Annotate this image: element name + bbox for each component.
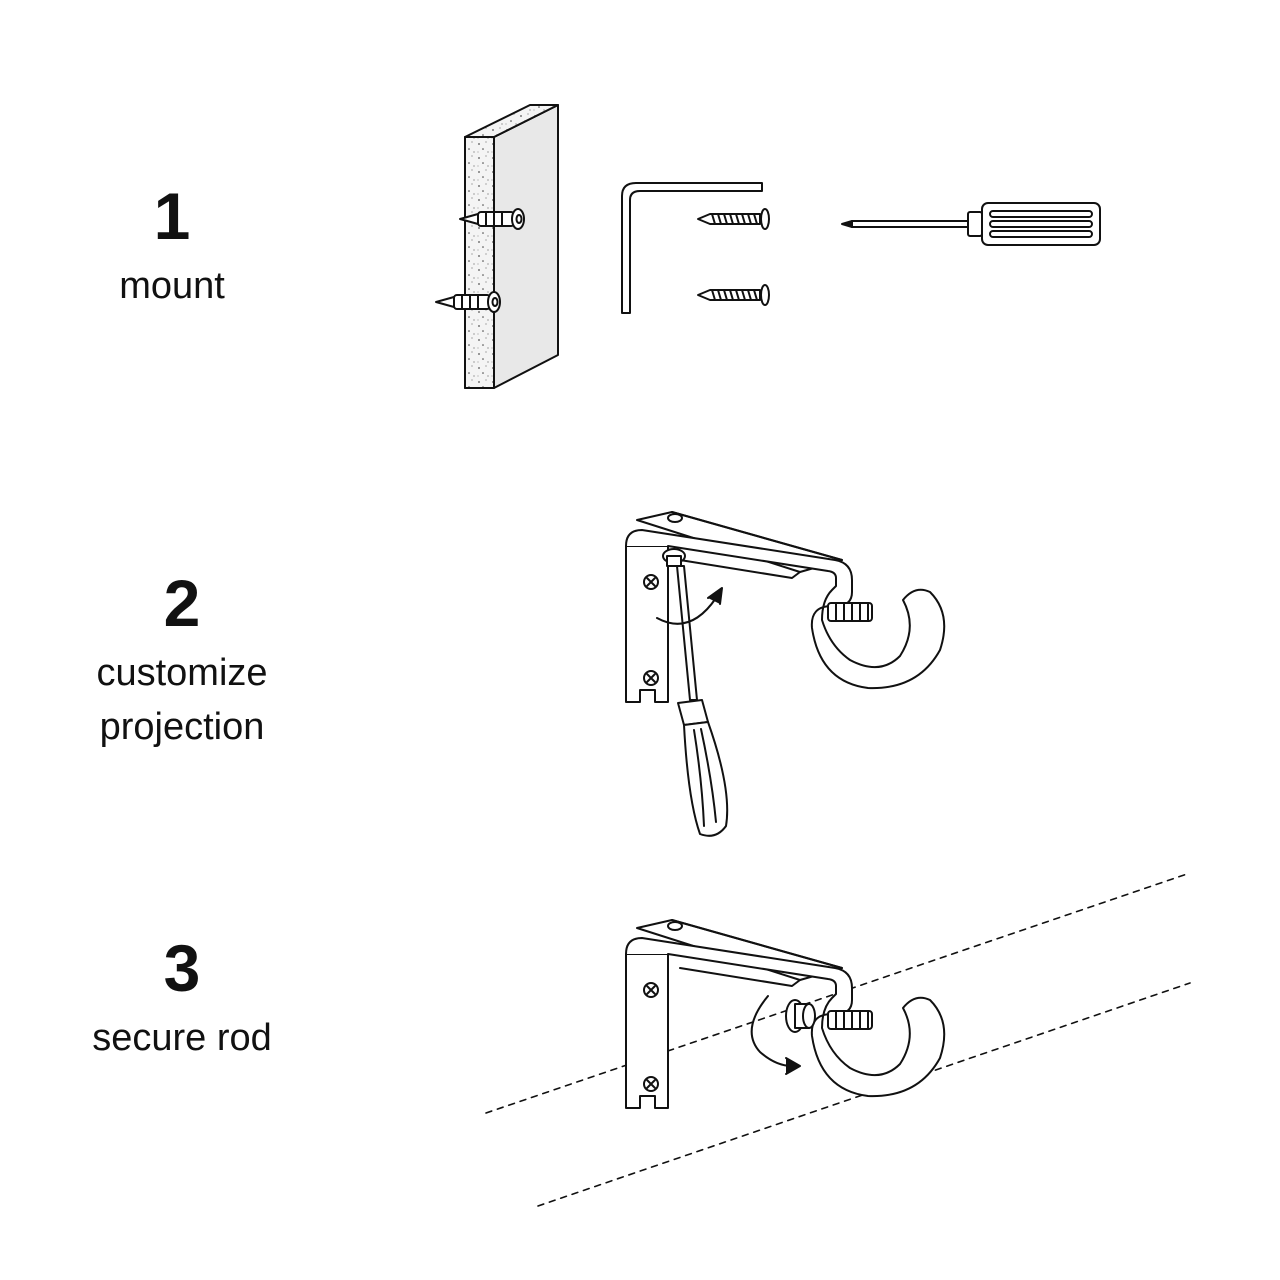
step-label: customize projection bbox=[96, 652, 268, 748]
wood-screw-icon bbox=[697, 208, 770, 230]
curtain-bracket-icon bbox=[625, 919, 946, 1109]
curtain-bracket-icon bbox=[625, 511, 946, 703]
step-3: 3 secure rod bbox=[52, 935, 312, 1065]
step-1: 1 mount bbox=[42, 183, 302, 313]
drywall-panel-icon bbox=[464, 104, 559, 389]
step-2: 2 customize projection bbox=[52, 570, 312, 754]
wall-anchor-icon bbox=[435, 291, 501, 313]
screwdriver-icon bbox=[676, 565, 729, 837]
wall-anchor-icon bbox=[459, 208, 525, 230]
rotation-arrow-icon bbox=[750, 995, 801, 1075]
curtain-rod-outline bbox=[485, 872, 1191, 1207]
step-number: 3 bbox=[163, 931, 201, 1005]
step-label: secure rod bbox=[92, 1017, 272, 1059]
screwdriver-icon bbox=[841, 202, 1101, 246]
rotation-arrow-icon bbox=[656, 587, 723, 625]
wood-screw-icon bbox=[697, 284, 770, 306]
step-number: 2 bbox=[163, 566, 201, 640]
allen-key-icon bbox=[621, 182, 763, 314]
step-label: mount bbox=[119, 265, 225, 307]
step-number: 1 bbox=[153, 179, 191, 253]
